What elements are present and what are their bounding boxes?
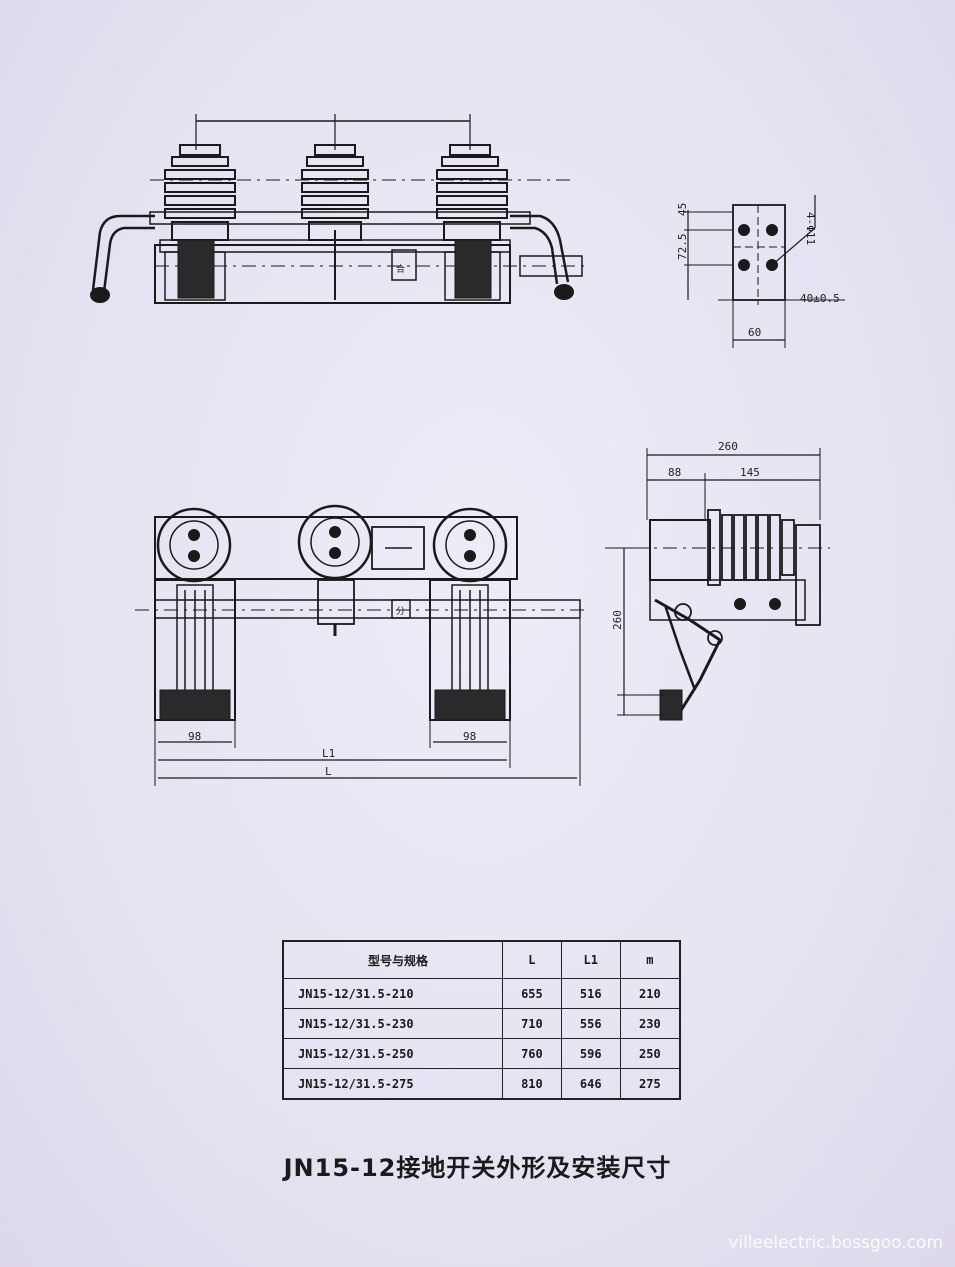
- spec-table: 型号与规格 L L1 m JN15-12/31.5-210 655 516 21…: [282, 940, 681, 1100]
- cell-L: 760: [502, 1038, 562, 1069]
- insulator-left: [164, 144, 236, 241]
- mounting-detail-view: [684, 195, 845, 348]
- header-L1: L1: [560, 940, 621, 979]
- cell-L1: 646: [560, 1068, 621, 1100]
- top-elevation-view: [90, 114, 590, 304]
- table-header-row: 型号与规格 L L1 m: [282, 940, 681, 979]
- insulator-right: [436, 144, 508, 241]
- header-L: L: [502, 940, 562, 979]
- header-m: m: [619, 940, 681, 979]
- cell-model: JN15-12/31.5-210: [282, 978, 503, 1009]
- cell-m: 210: [619, 978, 681, 1009]
- dim-side-total: 260: [718, 440, 738, 453]
- table-row: JN15-12/31.5-250 760 596 250: [282, 1038, 681, 1069]
- cell-m: 275: [619, 1068, 681, 1100]
- table-row: JN15-12/31.5-210 655 516 210: [282, 978, 681, 1009]
- label-he: 合: [396, 263, 405, 275]
- side-view: [605, 448, 830, 721]
- cell-L: 710: [502, 1008, 562, 1039]
- cell-L: 655: [502, 978, 562, 1009]
- cell-m: 250: [619, 1038, 681, 1069]
- dim-front-right: 98: [463, 730, 476, 743]
- dim-side-height: 260: [611, 610, 624, 630]
- cell-L1: 516: [560, 978, 621, 1009]
- cell-m: 230: [619, 1008, 681, 1039]
- dim-front-L1: L1: [322, 747, 335, 760]
- table-row: JN15-12/31.5-230 710 556 230: [282, 1008, 681, 1039]
- cell-model: JN15-12/31.5-230: [282, 1008, 503, 1039]
- cell-L1: 556: [560, 1008, 621, 1039]
- watermark-text: villeelectric.bossgoo.com: [728, 1233, 943, 1253]
- dim-holes: 4-Φ11: [804, 212, 817, 245]
- cell-model: JN15-12/31.5-250: [282, 1038, 503, 1069]
- dimension-labels: 4-Φ11 40±0.5 60 45 72.5 260 88 145 260 9…: [188, 203, 840, 778]
- drawing-caption: JN15-12接地开关外形及安装尺寸: [283, 1154, 672, 1182]
- cell-L1: 596: [560, 1038, 621, 1069]
- dim-side-right: 145: [740, 466, 760, 479]
- header-model: 型号与规格: [282, 940, 503, 979]
- front-view: [135, 504, 585, 786]
- dim-side-b: 72.5: [676, 234, 689, 261]
- dim-width: 60: [748, 326, 761, 339]
- dim-side-left: 88: [668, 466, 681, 479]
- dim-front-L: L: [325, 765, 332, 778]
- dim-side-a: 45: [676, 203, 689, 216]
- insulator-middle: [301, 144, 369, 241]
- dim-front-left: 98: [188, 730, 201, 743]
- table-row: JN15-12/31.5-275 810 646 275: [282, 1068, 681, 1100]
- cell-model: JN15-12/31.5-275: [282, 1068, 503, 1100]
- cell-L: 810: [502, 1068, 562, 1100]
- label-fen: 分: [396, 606, 405, 617]
- dim-slot: 40±0.5: [800, 292, 840, 305]
